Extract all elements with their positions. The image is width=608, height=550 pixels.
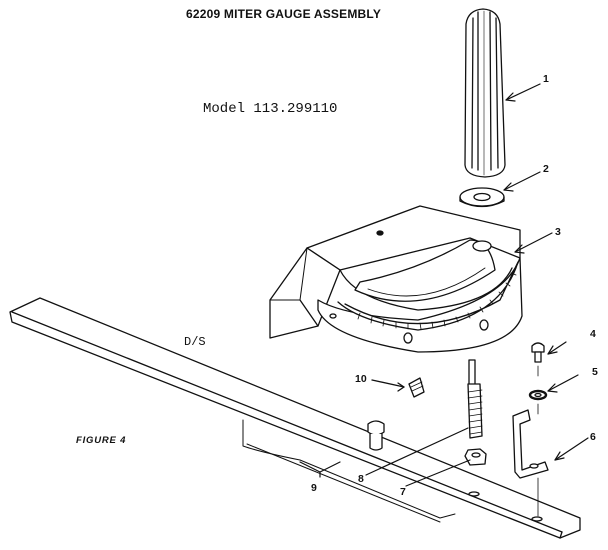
clip-part6 (512, 403, 549, 517)
degree-scale-ticks (357, 272, 517, 330)
callout-6: 6 (590, 431, 596, 443)
guide-bar (9, 297, 581, 539)
callout-5: 5 (592, 366, 598, 378)
set-screw-part10 (371, 377, 425, 398)
gauge-body-part3 (269, 205, 523, 353)
callout-7: 7 (400, 486, 406, 498)
callout-1: 1 (543, 73, 549, 85)
callout-2: 2 (543, 163, 549, 175)
leader-lines (299, 83, 589, 487)
threaded-stud-part8 (467, 359, 483, 439)
callout-3: 3 (555, 226, 561, 238)
model-number: Model 113.299110 (203, 101, 338, 117)
stop-knob (367, 420, 385, 451)
lock-washer-part5 (528, 389, 548, 401)
washer-part2 (459, 187, 505, 208)
diagram-title: 62209 MITER GAUGE ASSEMBLY (186, 7, 382, 21)
callout-10: 10 (355, 373, 367, 385)
handle-knob-part1 (464, 8, 506, 178)
bar-stop-part9 (242, 419, 456, 523)
callout-9: 9 (311, 482, 317, 494)
figure-label: FIGURE 4 (76, 435, 127, 446)
nut-part7 (464, 448, 487, 466)
callout-4: 4 (590, 328, 596, 340)
screw-part4 (531, 342, 545, 377)
side-mark: D/S (184, 335, 206, 349)
callout-8: 8 (358, 473, 364, 485)
